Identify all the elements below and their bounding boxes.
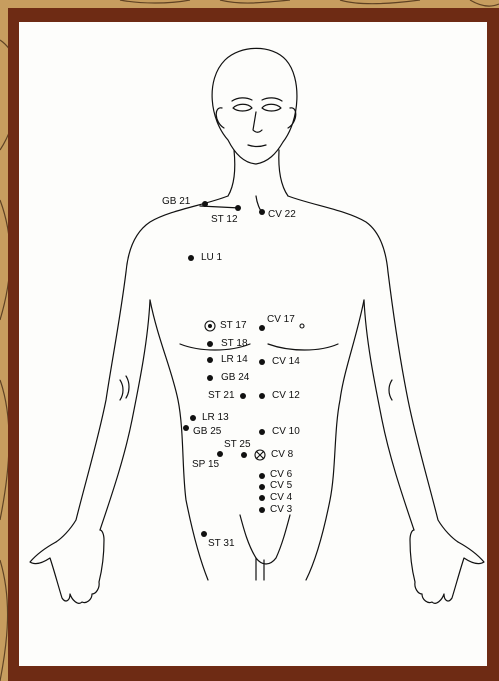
right-eye bbox=[262, 104, 281, 111]
diagram-paper bbox=[19, 22, 487, 666]
label-sp15: SP 15 bbox=[192, 460, 219, 470]
label-cv10: CV 10 bbox=[272, 427, 300, 437]
label-cv17: CV 17 bbox=[267, 315, 295, 325]
left-eye bbox=[233, 104, 252, 111]
body-figure-diagram bbox=[19, 22, 487, 666]
label-cv14: CV 14 bbox=[272, 357, 300, 367]
label-lu1: LU 1 bbox=[201, 253, 222, 263]
label-lr14: LR 14 bbox=[221, 355, 248, 365]
label-st21: ST 21 bbox=[208, 391, 235, 401]
label-cv22: CV 22 bbox=[268, 210, 296, 220]
label-cv4: CV 4 bbox=[270, 493, 292, 503]
label-cv3: CV 3 bbox=[270, 505, 292, 515]
label-gb21: GB 21 bbox=[162, 197, 190, 207]
label-st18: ST 18 bbox=[221, 339, 248, 349]
label-st31: ST 31 bbox=[208, 539, 235, 549]
label-gb25: GB 25 bbox=[193, 427, 221, 437]
label-cv6: CV 6 bbox=[270, 470, 292, 480]
label-st12: ST 12 bbox=[211, 215, 238, 225]
label-st17: ST 17 bbox=[220, 321, 247, 331]
acupoint-dots bbox=[183, 201, 265, 537]
label-lr13: LR 13 bbox=[202, 413, 229, 423]
label-gb24: GB 24 bbox=[221, 373, 249, 383]
label-st25: ST 25 bbox=[224, 440, 251, 450]
label-cv12: CV 12 bbox=[272, 391, 300, 401]
label-cv8: CV 8 bbox=[271, 450, 293, 460]
label-cv5: CV 5 bbox=[270, 481, 292, 491]
